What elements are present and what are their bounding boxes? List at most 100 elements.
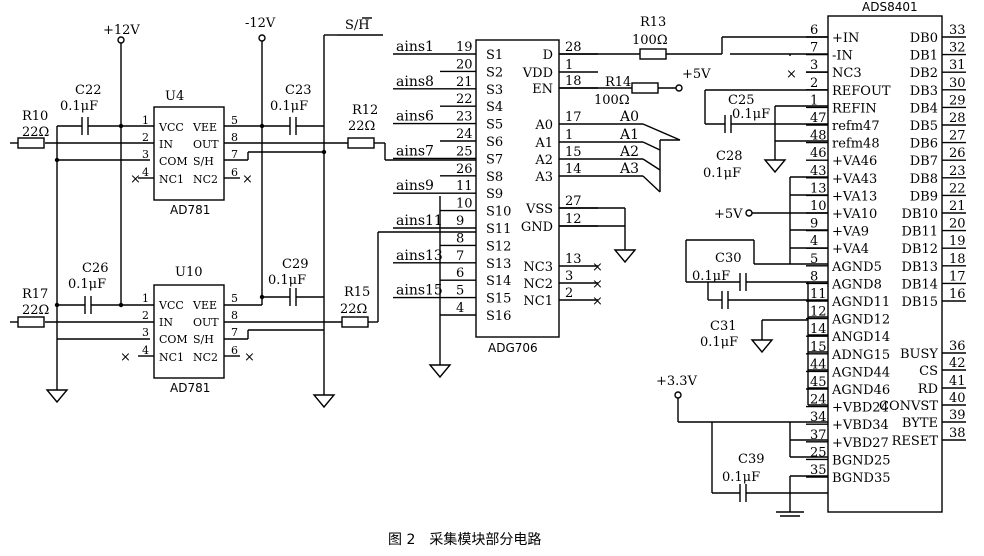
adg706-left-pin-name: S14: [486, 274, 511, 289]
svg-text:100Ω: 100Ω: [594, 93, 630, 108]
svg-text:22Ω: 22Ω: [22, 303, 49, 318]
ads8401-left-pin-number: 14: [810, 322, 827, 337]
svg-text:C28: C28: [716, 149, 743, 164]
ads8401-right-pin-name: DB14: [901, 277, 938, 292]
ads8401-right-pin-number: 30: [949, 76, 966, 91]
adg706-left-net-label: ains15: [396, 283, 443, 299]
adg706-right-pin-name: NC2: [523, 277, 553, 292]
u10-ad781: U10 AD781 VCC IN COM NC1 VEE OUT S/H NC2…: [45, 265, 342, 395]
adg706-left-pin-number: 21: [456, 75, 473, 90]
ads8401-right-pin-number: 29: [949, 93, 966, 108]
adg706-left-net-label: ains9: [396, 178, 434, 194]
ads8401-right-pin-name: DB15: [901, 295, 938, 310]
adg706-right-pin-number: 14: [565, 162, 582, 177]
adg706-left-pin-number: 6: [456, 266, 464, 281]
ads8401-left-pin-name: ADNG15: [831, 348, 890, 363]
adg706-left-pin-name: S1: [486, 48, 503, 63]
adg706-left-pin-name: S16: [486, 309, 511, 324]
adg706-right-pin-name: EN: [532, 82, 553, 97]
rail-plus12v: +12V: [103, 23, 140, 308]
ground-symbol: [312, 394, 336, 409]
ads8401-left-pin-name: +VA9: [832, 225, 869, 240]
ads8401-left-pin-number: 44: [810, 357, 827, 372]
adg706-left-pin-name: S7: [486, 152, 503, 167]
svg-text:VCC: VCC: [158, 299, 184, 312]
no-connect-mark: ×: [130, 172, 141, 187]
u4-ad781: U4 AD781 VCC IN COM NC1 VEE OUT S/H NC2 …: [45, 89, 348, 217]
ads8401-left-pin-number: 47: [810, 111, 827, 126]
ads8401-left-pin-number: 34: [810, 410, 827, 425]
svg-text:C31: C31: [710, 319, 737, 334]
adg706-net-label: A3: [619, 161, 639, 177]
svg-text:R14: R14: [605, 75, 631, 90]
rail-sh-label: S/H: [345, 18, 370, 33]
adg706-right-pin-name: VDD: [522, 66, 553, 81]
svg-text:1: 1: [142, 292, 149, 305]
ads8401-left-pin-name: -IN: [832, 49, 853, 64]
svg-text:8: 8: [231, 309, 238, 322]
svg-text:NC1: NC1: [159, 173, 184, 186]
ads8401-right-pin-name: CONVST: [879, 399, 938, 414]
adg706-right-pin-number: 18: [565, 74, 582, 89]
adg706-left-pins: 19S1ains120S221S3ains822S423S5ains624S62…: [393, 39, 511, 324]
ads8401-right-pin-name: DB10: [901, 207, 938, 222]
adg706-left-net-label: ains13: [396, 248, 443, 264]
svg-text:OUT: OUT: [193, 138, 219, 151]
r10-resistor: R10 22Ω: [10, 109, 49, 149]
rail-plus5v-mid-label: +5V: [714, 207, 743, 222]
ads8401-part: ADS8401: [862, 0, 918, 14]
adg706-left-pin-name: S2: [486, 65, 503, 80]
svg-text:3: 3: [142, 326, 149, 339]
ads8401-right-pin-name: RESET: [892, 434, 939, 449]
adg706-right-pin-name: A3: [534, 170, 553, 185]
ads8401-left-pin-name: +VA46: [832, 154, 877, 169]
adg706-left-pin-number: 24: [456, 127, 473, 142]
u4-designator: U4: [165, 89, 184, 104]
figure-caption: 图 2 采集模块部分电路: [388, 531, 541, 548]
no-connect-mark: ×: [592, 294, 603, 309]
svg-text:22Ω: 22Ω: [22, 125, 49, 140]
adg706-left-pin-number: 11: [456, 179, 473, 194]
adg706-right-pin-name: GND: [521, 220, 553, 235]
ads8401-left-pin-number: 45: [810, 375, 827, 390]
svg-text:1: 1: [142, 114, 149, 127]
adg706-left-pin-number: 9: [456, 214, 464, 229]
r14-resistor: R14 100Ω +5V: [594, 67, 711, 108]
ads8401-right-pin-number: 33: [949, 23, 966, 38]
svg-text:5: 5: [231, 292, 238, 305]
ads8401-right-pin-name: DB12: [901, 242, 938, 257]
svg-text:R17: R17: [22, 287, 48, 302]
adg706-left-pin-number: 23: [456, 110, 473, 125]
svg-text:0.1μF: 0.1μF: [68, 277, 106, 292]
ads8401-right-pin-number: 20: [949, 217, 966, 232]
ads8401-right-pin-name: RD: [918, 382, 938, 397]
svg-text:C22: C22: [75, 83, 102, 98]
ads8401-left-pin-name: AGND5: [831, 260, 882, 275]
ads8401-left-pin-number: 37: [810, 428, 827, 443]
svg-text:0.1μF: 0.1μF: [722, 470, 760, 485]
svg-text:0.1μF: 0.1μF: [692, 269, 730, 284]
svg-text:R12: R12: [352, 103, 378, 118]
c28-capacitor: C28 0.1μF: [703, 149, 743, 181]
adg706-left-net-label: ains8: [396, 74, 434, 90]
ads8401-right-pin-name: DB13: [901, 260, 938, 275]
ads8401-right-pin-number: 42: [949, 356, 966, 371]
ads8401-right-pin-number: 28: [949, 111, 966, 126]
svg-text:C23: C23: [285, 83, 312, 98]
adg706-left-pin-number: 20: [456, 57, 473, 72]
ads8401-left-pin-number: 1: [810, 93, 818, 108]
ads8401-left-pin-name: AGND11: [831, 295, 890, 310]
ads8401-right-pin-number: 38: [949, 426, 966, 441]
adg706-left-pin-name: S4: [486, 100, 503, 115]
svg-text:5: 5: [231, 114, 238, 127]
adg706-left-pin-number: 25: [456, 144, 473, 159]
ads8401-left-pin-number: 10: [810, 199, 827, 214]
ads8401-left-pin-name: +VBD34: [832, 418, 889, 433]
svg-text:C26: C26: [82, 261, 109, 276]
svg-text:COM: COM: [159, 333, 188, 346]
rail-plus5v-top-label: +5V: [682, 67, 711, 82]
svg-text:0.1μF: 0.1μF: [60, 99, 98, 114]
ads8401-right-pin-name: DB11: [901, 225, 938, 240]
u4-part: AD781: [170, 203, 210, 217]
adg706-right-pin-number: 13: [565, 252, 582, 267]
